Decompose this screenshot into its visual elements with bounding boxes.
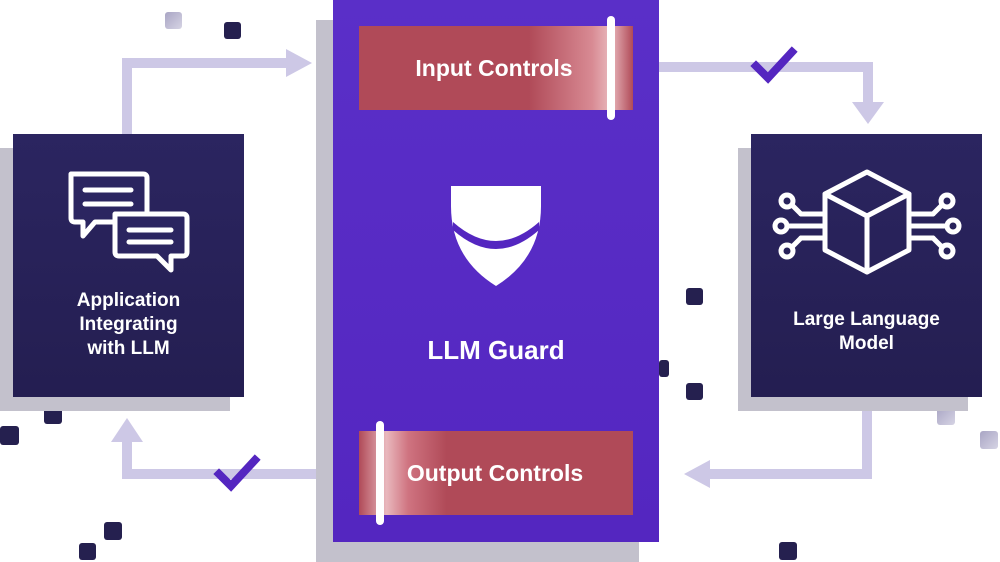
decor-square [0,426,19,445]
output-controls-divider [376,421,384,525]
shield-logo-icon [451,186,541,286]
decor-square [659,360,669,377]
output-controls-block: Output Controls [359,431,633,515]
llm-label-line-2: Model [839,333,894,354]
application-label-line-3: with LLM [87,338,170,359]
decor-square [937,407,955,425]
application-label-line-1: Application [76,290,181,311]
decor-square [686,288,703,305]
input-controls-divider [607,16,615,120]
checkmark-icon [213,454,261,492]
checkmark-icon [750,46,798,84]
connector-guard-to-llm-vertical [863,62,873,106]
arrowhead-right-icon [286,49,312,77]
application-box: Application Integrating with LLM [13,134,244,397]
arrowhead-up-icon [111,418,143,442]
connector-llm-to-guard-vertical [862,398,872,479]
decor-square [224,22,241,39]
decor-square [165,12,182,29]
chat-bubbles-icon [68,171,190,273]
llm-box: Large Language Model [751,134,982,397]
llm-label-line-1: Large Language [793,309,940,330]
decor-square [980,431,998,449]
connector-llm-to-guard-horizontal [705,469,872,479]
connector-guard-to-app-vertical [122,440,132,479]
decor-square [686,383,703,400]
cube-circuit-icon [772,169,962,275]
decor-square [104,522,122,540]
input-controls-block: Input Controls [359,26,633,110]
output-controls-label: Output Controls [406,459,584,486]
connector-app-to-guard-vertical [122,58,132,136]
guard-title: LLM Guard [427,335,565,365]
application-label-line-2: Integrating [79,314,178,335]
connector-app-to-guard-horizontal [122,58,292,68]
input-controls-label: Input Controls [415,54,573,81]
decor-square [79,543,96,560]
arrowhead-down-icon [852,102,884,124]
arrowhead-left-icon [684,460,710,488]
decor-square [779,542,797,560]
